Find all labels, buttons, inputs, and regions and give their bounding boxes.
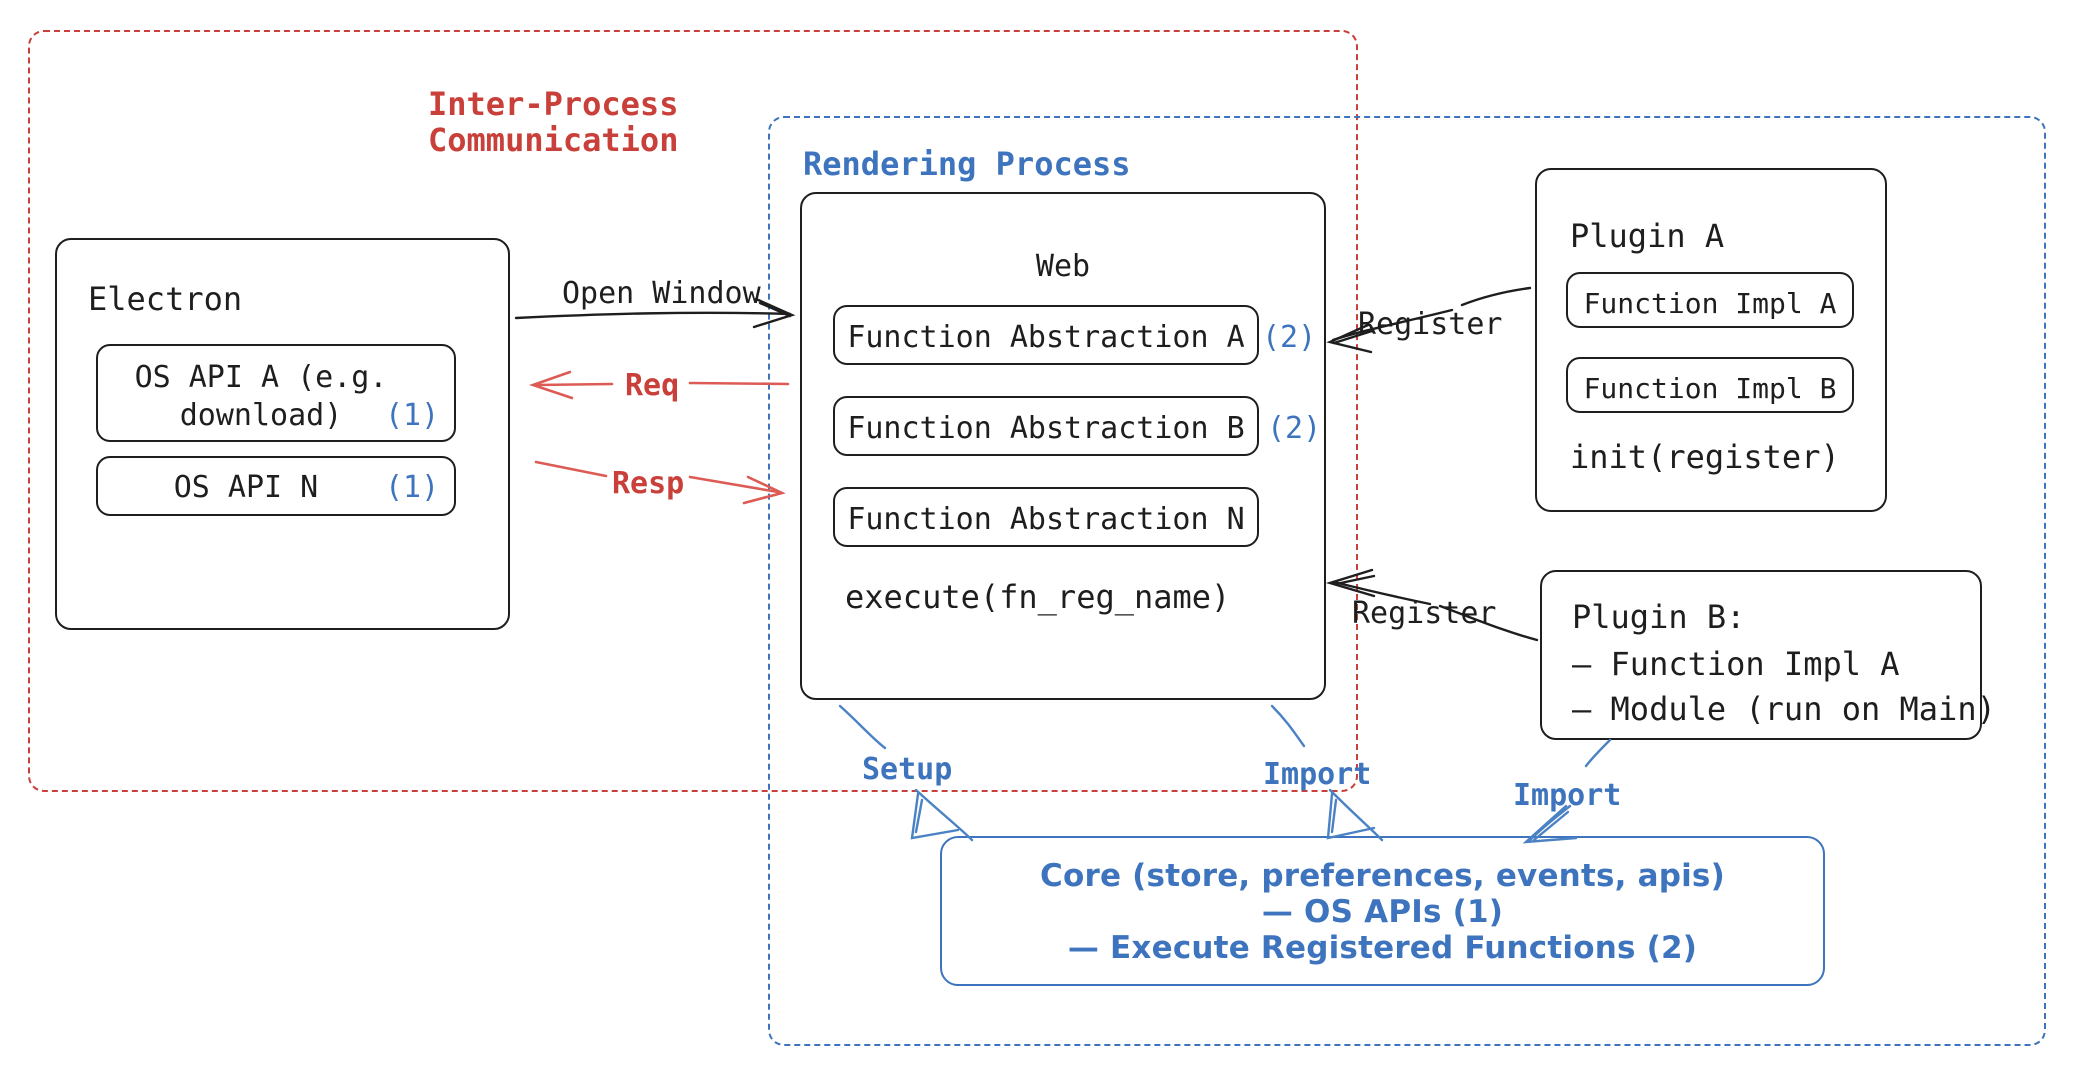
edge-label-register-a: Register [1358,307,1503,342]
web-execute-label: execute(fn_reg_name) [845,578,1231,616]
core-line-2: — Execute Registered Functions (2) [1067,930,1698,966]
core-line-0: Core (store, preferences, events, apis) [1040,858,1725,894]
ipc-label-line2: Communication [428,121,679,159]
plugin-b-title: Plugin B: [1572,598,1746,636]
os-api-a-marker: (1) [385,398,440,433]
edge-label-resp: Resp [612,466,685,501]
rendering-process-label: Rendering Process [803,145,1131,183]
os-api-a-label-line1: OS API A (e.g. [134,360,388,395]
os-api-a-label-line2: download) [179,398,343,433]
plugin-a-function-impl-b-label: Function Impl B [1583,372,1837,405]
ipc-label-line1: Inter-Process [428,85,679,123]
web-title: Web [1035,249,1091,284]
function-abstraction-b-box[interactable] [833,396,1259,456]
function-abstraction-a-marker: (2) [1262,320,1317,355]
function-abstraction-n-box[interactable] [833,487,1259,547]
plugin-b-item-1: — Module (run on Main) [1572,690,1996,728]
plugin-a-init-label: init(register) [1570,438,1840,476]
edge-label-open-window: Open Window [562,276,761,311]
function-abstraction-a-label: Function Abstraction A [847,320,1245,355]
plugin-b-box [1540,570,1982,740]
rendering-process-boundary [768,116,2046,1046]
plugin-b-item-0: — Function Impl A [1572,645,1900,683]
core-box [940,836,1825,986]
plugin-a-function-impl-b-box[interactable] [1566,357,1854,413]
function-abstraction-b-marker: (2) [1267,411,1322,446]
os-api-n-label: OS API N [173,470,319,505]
os-api-a-box[interactable] [96,344,456,442]
function-abstraction-n-label: Function Abstraction N [847,502,1245,537]
plugin-a-title: Plugin A [1570,217,1725,255]
edge-label-import-plugin-b: Import [1513,778,1622,813]
plugin-a-box [1535,168,1887,512]
function-abstraction-b-label: Function Abstraction B [847,411,1245,446]
edge-label-req: Req [625,368,680,403]
edge-label-register-b: Register [1352,596,1497,631]
edge-label-import-web: Import [1263,757,1372,792]
core-line-1: — OS APIs (1) [1261,894,1504,930]
os-api-n-box[interactable] [96,456,456,516]
plugin-a-function-impl-a-label: Function Impl A [1583,287,1837,320]
plugin-a-function-impl-a-box[interactable] [1566,272,1854,328]
os-api-n-marker: (1) [385,470,440,505]
edge-label-setup: Setup [862,752,953,787]
ipc-boundary [28,30,1358,792]
function-abstraction-a-box[interactable] [833,305,1259,365]
electron-title: Electron [88,280,243,318]
